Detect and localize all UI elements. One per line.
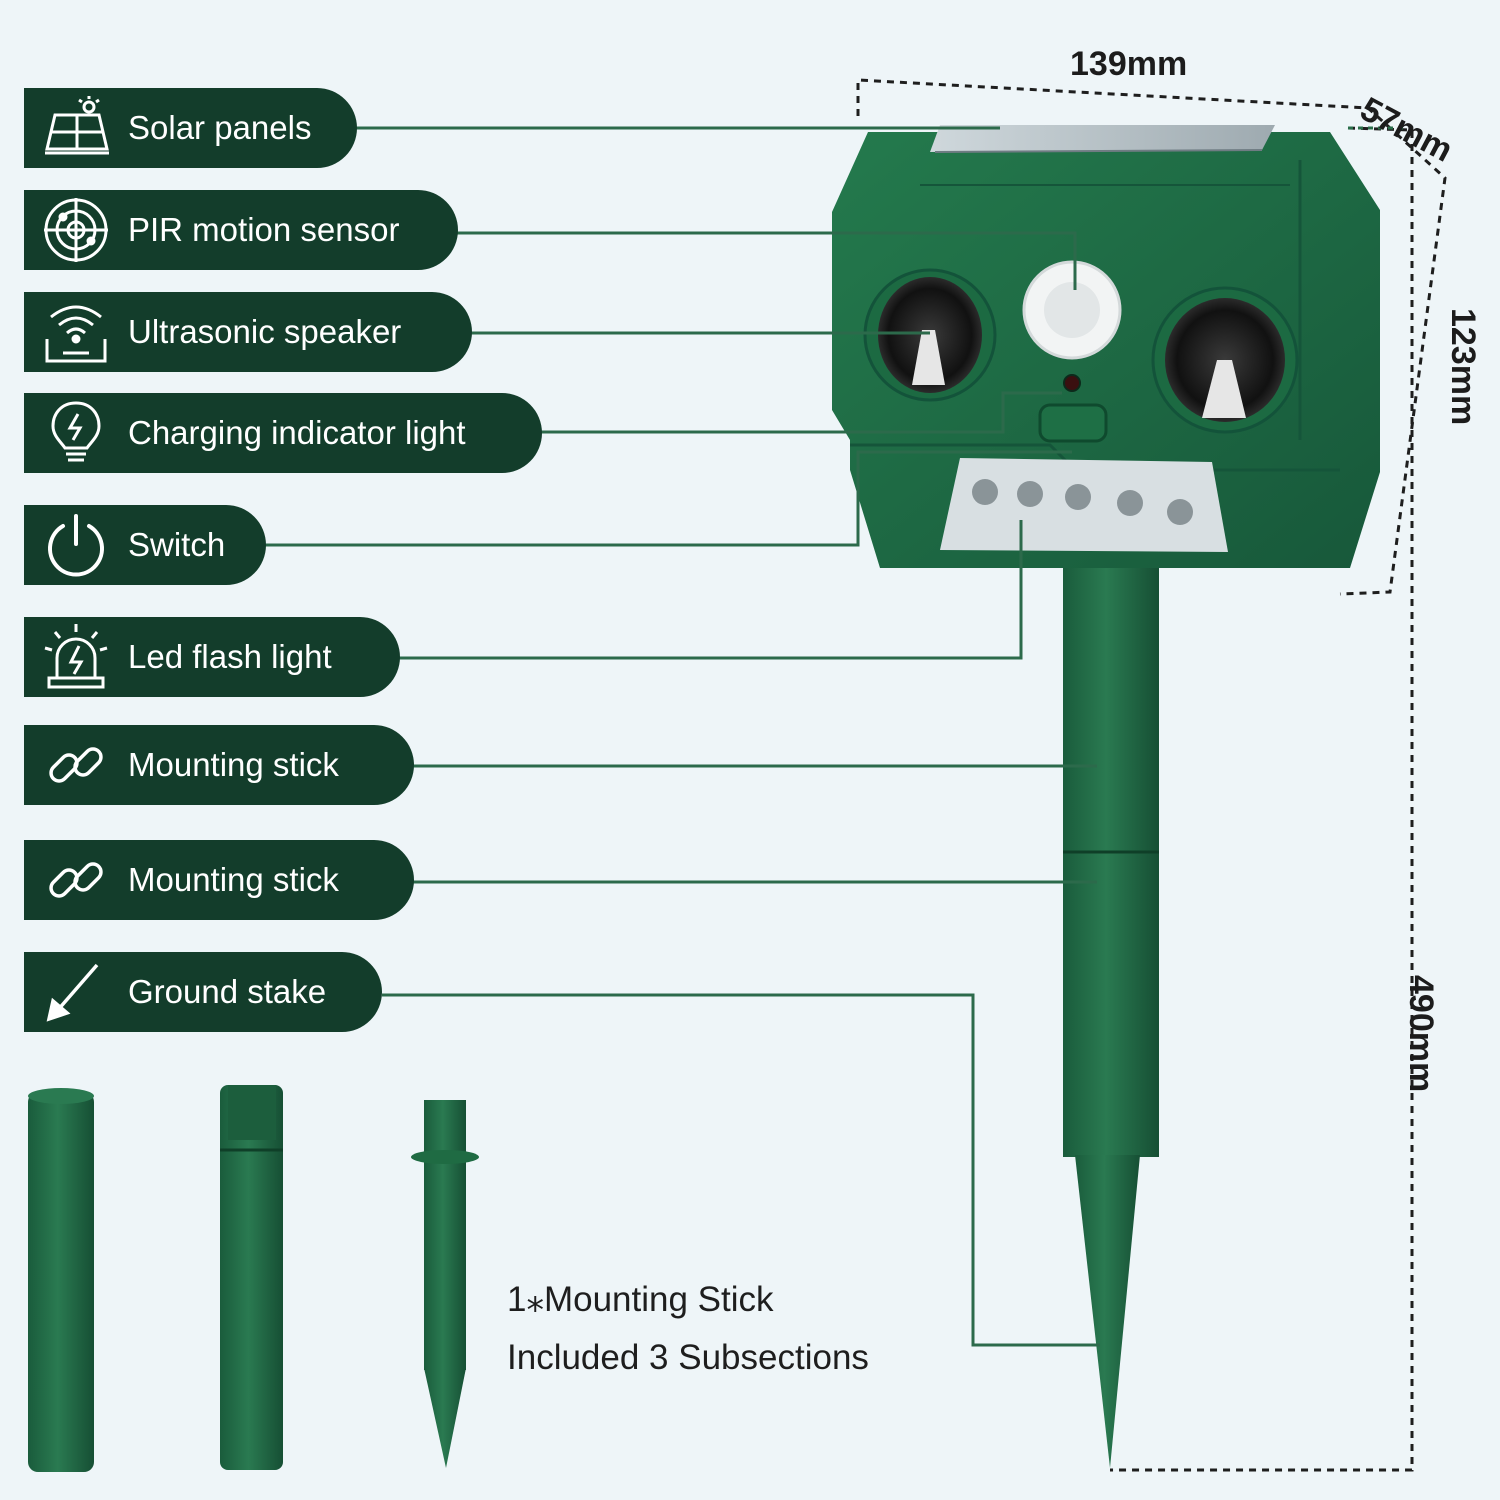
ground-stake — [1075, 1155, 1140, 1468]
speaker-right — [1151, 286, 1299, 434]
speaker-left — [863, 268, 997, 402]
label-text: PIR motion sensor — [128, 211, 400, 248]
label-text: Ground stake — [128, 973, 327, 1010]
label-text: Mounting stick — [128, 861, 339, 898]
label-text: Solar panels — [128, 109, 312, 146]
label-text: Charging indicator light — [128, 414, 466, 451]
switch — [1038, 403, 1108, 443]
label-mounting-stick-1: Mounting stick — [24, 725, 414, 805]
led-bulbs — [972, 479, 1193, 525]
wifi-speaker-icon — [24, 292, 128, 372]
solar-panel — [930, 125, 1275, 152]
link-icon — [24, 725, 128, 805]
power-icon — [24, 505, 128, 585]
radar-icon — [24, 190, 128, 270]
label-led-flash-light: Led flash light — [24, 617, 400, 697]
total-height-dimension: 490mm — [1402, 975, 1440, 1093]
caption-line-1: 1⁎Mounting Stick — [507, 1280, 774, 1319]
height-dimension: 123mm — [1444, 308, 1482, 426]
solar-panel-icon — [24, 88, 128, 168]
mounting-stick-upper — [1063, 560, 1159, 855]
label-ultrasonic-speaker: Ultrasonic speaker — [24, 292, 472, 372]
label-text: Led flash light — [128, 638, 332, 675]
label-text: Switch — [128, 526, 226, 563]
charging-led — [1063, 374, 1081, 392]
link-icon — [24, 840, 128, 920]
leader-lines — [264, 126, 1100, 1347]
part-joint-tube — [220, 1085, 283, 1470]
caption-line-2: Included 3 Subsections — [507, 1338, 869, 1377]
label-switch: Switch — [24, 505, 266, 585]
loose-parts — [28, 1085, 479, 1472]
alarm-light-icon — [24, 617, 128, 697]
label-charging-indicator-light: Charging indicator light — [24, 393, 542, 473]
label-text: Mounting stick — [128, 746, 339, 783]
label-mounting-stick-2: Mounting stick — [24, 840, 414, 920]
mounting-stick-lower — [1063, 852, 1159, 1157]
bulb-icon — [24, 393, 128, 473]
label-pir-motion-sensor: PIR motion sensor — [24, 190, 458, 270]
label-solar-panels: Solar panels — [24, 88, 357, 168]
part-tube — [28, 1092, 94, 1472]
arrow-down-left-icon — [24, 952, 128, 1032]
label-ground-stake: Ground stake — [24, 952, 382, 1032]
label-text: Ultrasonic speaker — [128, 313, 402, 350]
width-dimension: 139mm — [1070, 45, 1188, 83]
part-stake — [424, 1100, 466, 1370]
